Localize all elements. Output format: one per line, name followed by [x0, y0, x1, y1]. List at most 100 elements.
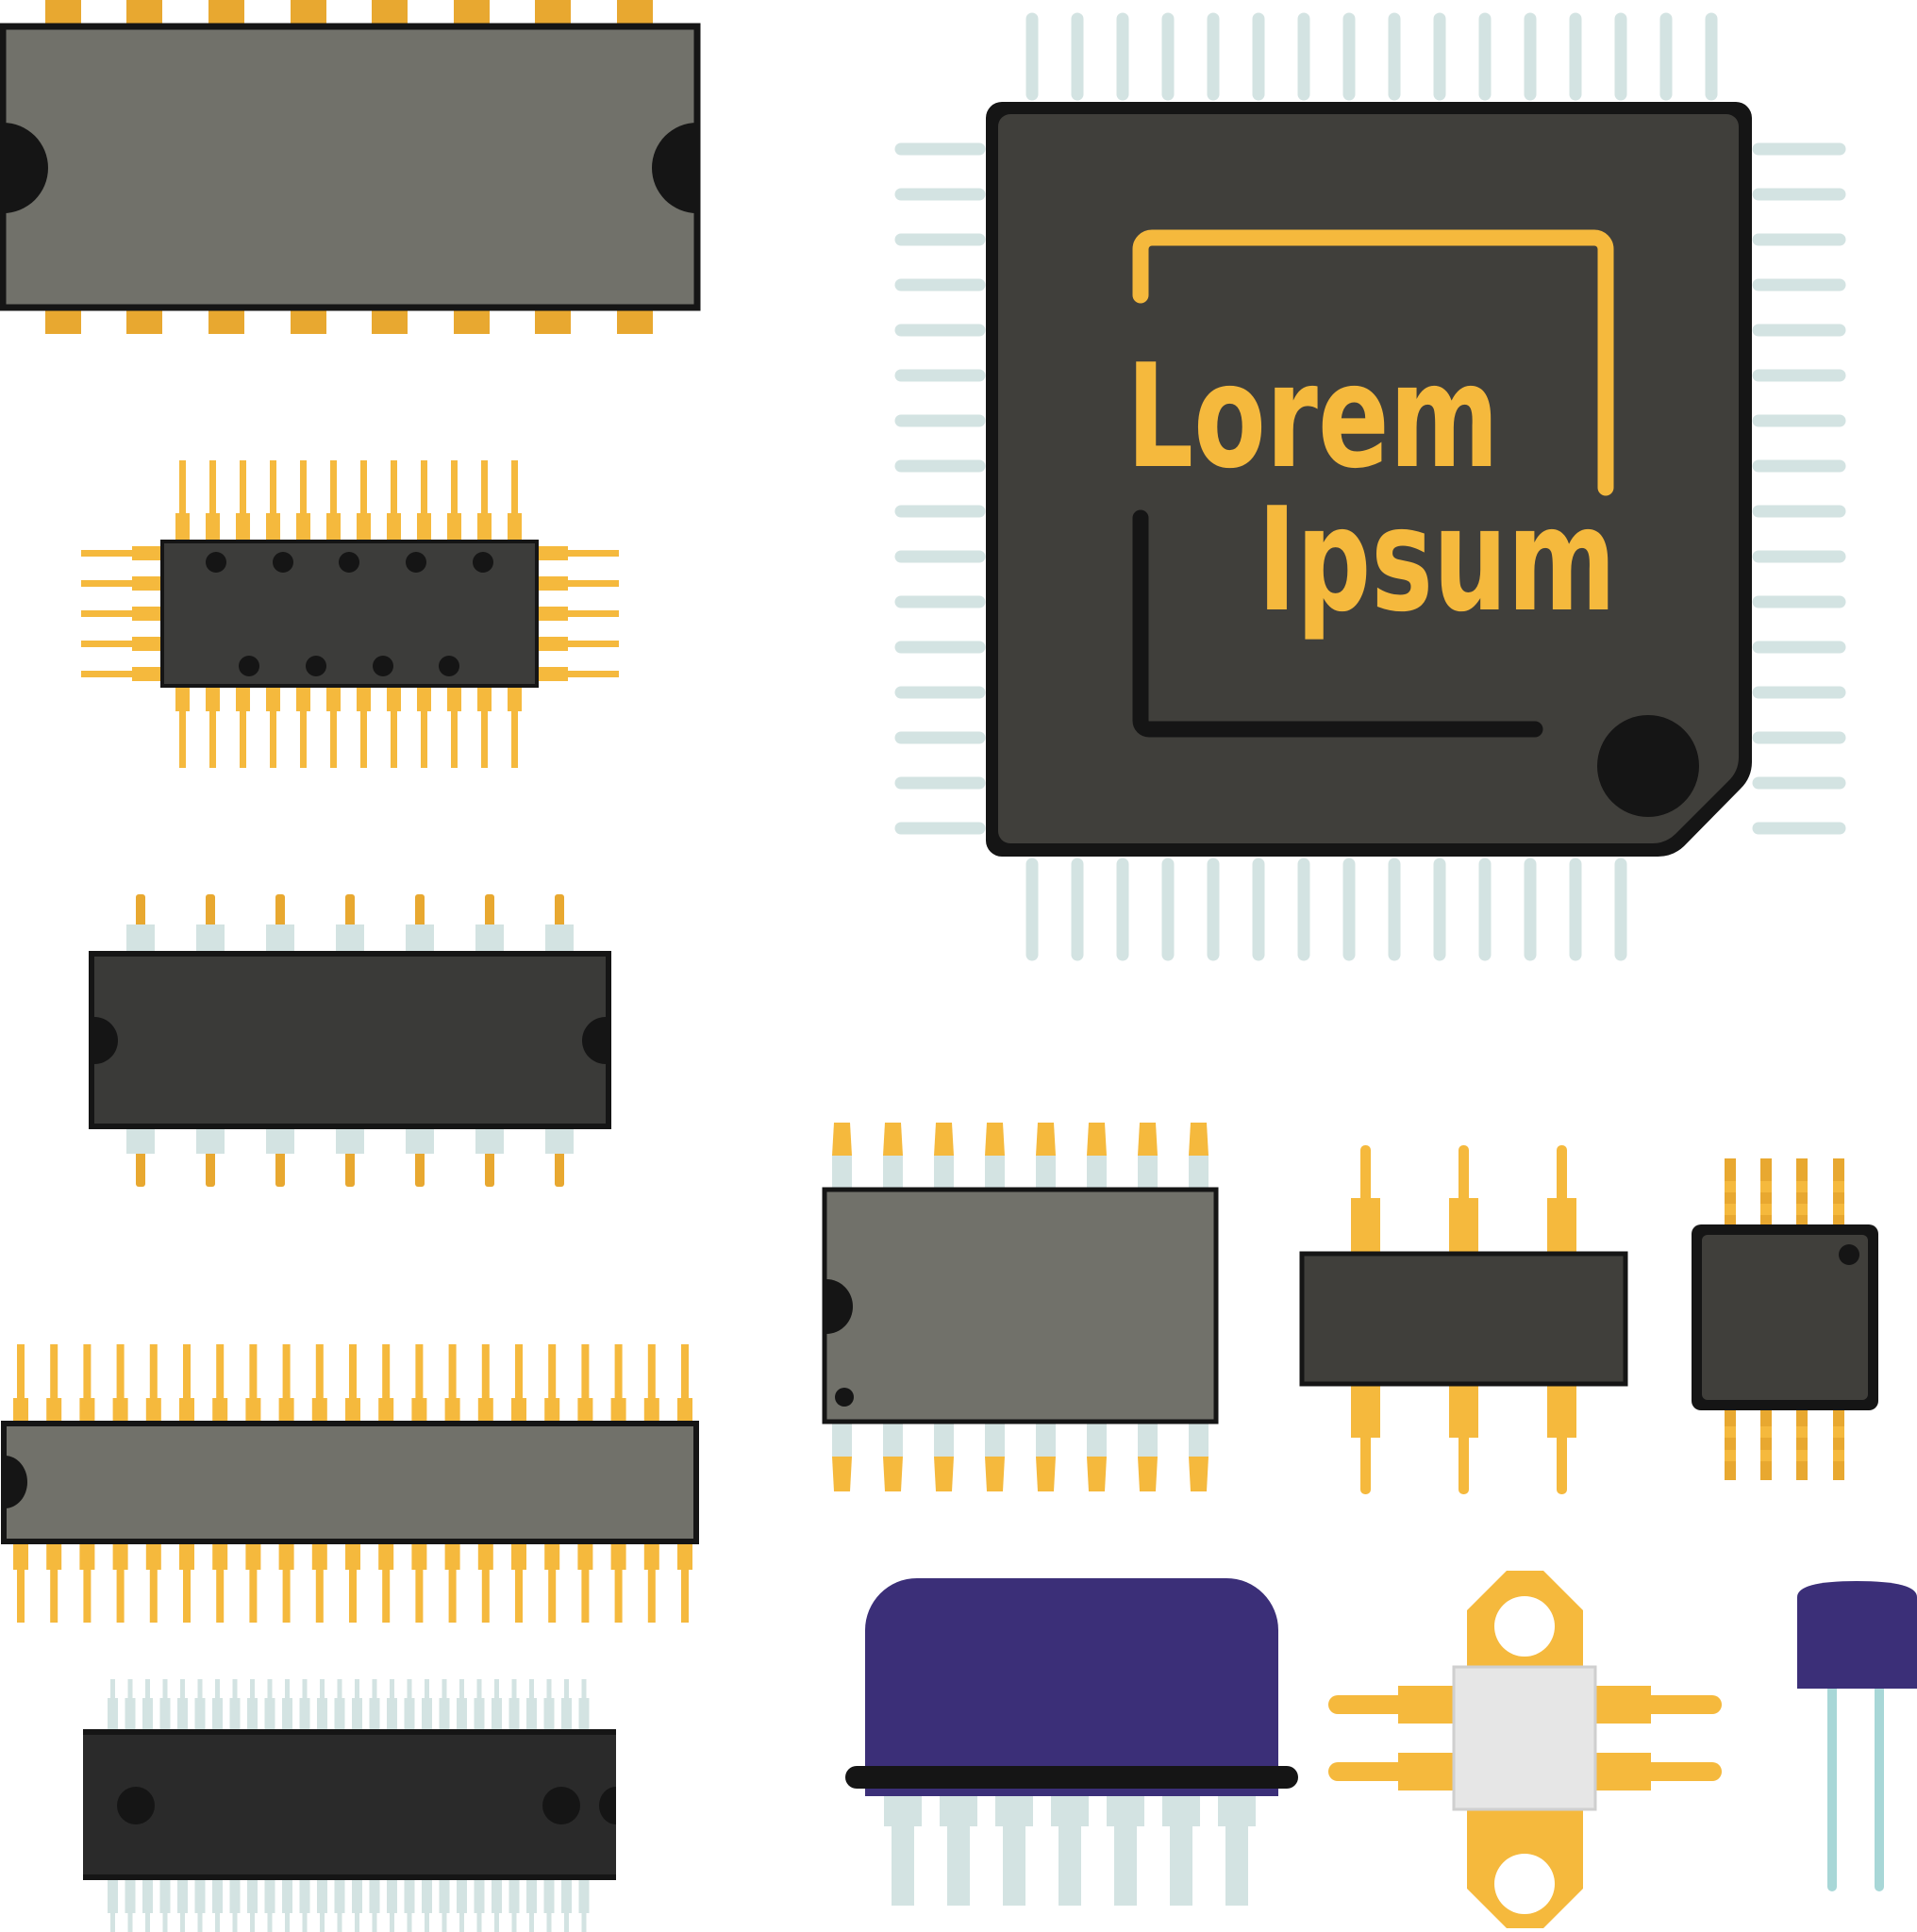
- dip40-pin: [444, 1398, 460, 1424]
- dip56-pin: [543, 1698, 555, 1729]
- dip40-pin: [345, 1398, 360, 1424]
- dip16-pin: [1189, 1156, 1209, 1190]
- dip40-pin: [13, 1541, 28, 1570]
- dip16-pin: [883, 1457, 903, 1491]
- dip56-pin: [561, 1698, 572, 1729]
- dip16-pin: [1138, 1156, 1158, 1190]
- dip40-pin: [415, 1344, 424, 1424]
- dip40-pin: [515, 1541, 523, 1623]
- dip40-pin: [278, 1398, 294, 1424]
- dip56-pin: [334, 1880, 345, 1913]
- dip40-pin: [511, 1398, 526, 1424]
- dip16-pin: [1189, 1457, 1209, 1491]
- dip56-pin: [282, 1698, 292, 1729]
- dip56-pin: [474, 1880, 485, 1913]
- dip-16-gray-small-chip-icon: [822, 1123, 1219, 1491]
- dip-40-gray-chip-icon: [1, 1344, 699, 1623]
- dip56-pin: [508, 1880, 520, 1913]
- dip16-pin: [934, 1156, 954, 1190]
- dip16-pin: [1087, 1156, 1107, 1190]
- dip40-pin: [382, 1344, 391, 1424]
- dip40-pin: [245, 1541, 261, 1570]
- dip40-pin: [444, 1541, 460, 1570]
- dip56-pin: [352, 1698, 362, 1729]
- dip16-pin: [934, 1424, 954, 1457]
- dip40-pin: [481, 1541, 490, 1623]
- dip16-pin: [832, 1156, 852, 1190]
- dip16-pin: [832, 1457, 852, 1491]
- dip40-pin: [311, 1398, 327, 1424]
- dip40-pin: [212, 1541, 228, 1570]
- dip16-pin: [1036, 1457, 1056, 1491]
- dip16-pin: [1138, 1424, 1158, 1457]
- dip56-pin: [299, 1698, 310, 1729]
- dip-56-black-chip-icon: [83, 1679, 616, 1932]
- dip40-pin: [245, 1398, 261, 1424]
- dip56-pin: [229, 1880, 241, 1913]
- dip40-pin: [610, 1398, 626, 1424]
- dip40-pin: [382, 1541, 391, 1623]
- dip40-pin: [116, 1344, 125, 1424]
- dip40-pin: [614, 1541, 623, 1623]
- dip40-pin: [614, 1344, 623, 1424]
- dip40-pin: [415, 1541, 424, 1623]
- dip56-pin: [526, 1880, 537, 1913]
- dip56-pin: [578, 1698, 590, 1729]
- dip56-pin: [578, 1880, 590, 1913]
- dip40-pin: [378, 1398, 394, 1424]
- dip56-pin: [317, 1698, 327, 1729]
- dip40-pin: [83, 1541, 92, 1623]
- dip40-pin: [149, 1344, 158, 1424]
- dip16-pin: [1189, 1424, 1209, 1457]
- dip-6-dark-chip-icon: [1299, 1145, 1628, 1494]
- dip40-pin: [548, 1541, 557, 1623]
- dip40-pin: [345, 1541, 360, 1570]
- dip40-pin: [278, 1541, 294, 1570]
- dip16-pin: [1036, 1123, 1056, 1156]
- dip40-pin: [481, 1344, 490, 1424]
- dip40-pin: [677, 1398, 692, 1424]
- dip16-pin: [883, 1123, 903, 1156]
- dip16-pin: [1087, 1123, 1107, 1156]
- dip56-pin: [108, 1698, 118, 1729]
- dip40-pin: [311, 1541, 327, 1570]
- dip56-pin: [474, 1698, 485, 1729]
- dip56-pin: [194, 1880, 206, 1913]
- dip40-pin: [477, 1398, 493, 1424]
- dip56-pin: [369, 1880, 380, 1913]
- dip40-pin: [17, 1344, 25, 1424]
- dip56-pin: [422, 1698, 432, 1729]
- dip56-pin: [439, 1880, 450, 1913]
- dip-14-dark-chip-icon: [89, 894, 611, 1187]
- to92-transistor-icon: [1797, 1581, 1917, 1891]
- dip16-pin: [832, 1424, 852, 1457]
- dip40-pin: [282, 1344, 291, 1424]
- dip56-pin: [369, 1698, 380, 1729]
- dip16-pin: [1087, 1424, 1107, 1457]
- dip40-pin: [216, 1344, 225, 1424]
- dip40-pin: [179, 1398, 194, 1424]
- dip56-pin: [317, 1880, 327, 1913]
- dip40-pin: [477, 1541, 493, 1570]
- dip16-pin: [985, 1156, 1005, 1190]
- dip40-pin: [544, 1541, 560, 1570]
- dip56-pin: [492, 1880, 502, 1913]
- dip40-pin: [544, 1398, 560, 1424]
- dip16-pin: [1189, 1123, 1209, 1156]
- dip56-pin: [526, 1698, 537, 1729]
- dip56-pin: [108, 1880, 118, 1913]
- dip40-pin: [643, 1398, 659, 1424]
- dip56-pin: [457, 1698, 467, 1729]
- dip40-pin: [647, 1541, 656, 1623]
- dip56-pin: [561, 1880, 572, 1913]
- dip40-pin: [681, 1541, 689, 1623]
- dip40-pin: [46, 1541, 62, 1570]
- dip40-pin: [13, 1398, 28, 1424]
- soic-chip-with-holes-icon: [81, 460, 619, 768]
- dip40-pin: [610, 1541, 626, 1570]
- dip56-pin: [387, 1880, 397, 1913]
- dip40-pin: [411, 1398, 427, 1424]
- dip40-pin: [112, 1541, 128, 1570]
- dip40-pin: [448, 1344, 457, 1424]
